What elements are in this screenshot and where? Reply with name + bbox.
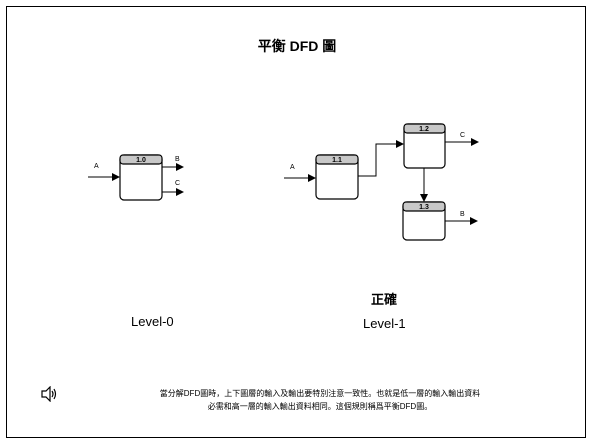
flow-label-a-l1: A [290, 164, 295, 171]
process-id-1-0: 1.0 [136, 157, 146, 164]
level-0-label: Level-0 [131, 314, 174, 329]
flow-label-c: C [175, 180, 180, 187]
note-line-1: 當分解DFD圖時，上下圖層的輸入及輸出要特別注意一致性。也就是低一層的輸入輸出資… [159, 389, 481, 398]
level-1-label: Level-1 [363, 316, 406, 331]
flow-1-1-to-1-2 [358, 140, 404, 177]
process-id-1-3: 1.3 [419, 204, 429, 211]
flow-label-b: B [175, 156, 180, 163]
process-id-1-1: 1.1 [332, 157, 342, 164]
process-1-1: 1.1 [315, 154, 359, 200]
flow-label-b-l1: B [460, 211, 465, 218]
flow-label-a: A [94, 163, 99, 170]
speaker-icon[interactable] [40, 385, 60, 407]
slide-title: 平衡 DFD 圖 [257, 38, 337, 54]
process-id-1-2: 1.2 [419, 126, 429, 133]
note-line-2: 必需和高一層的輸入輸出資料相同。這個規則稱爲平衡DFD圖。 [207, 402, 433, 411]
process-1-0: 1.0 [119, 154, 163, 201]
correct-label: 正確 [371, 292, 398, 307]
slide [6, 6, 586, 438]
process-1-3: 1.3 [402, 201, 446, 241]
flow-label-c-l1: C [460, 132, 465, 139]
process-1-2: 1.2 [403, 123, 446, 169]
